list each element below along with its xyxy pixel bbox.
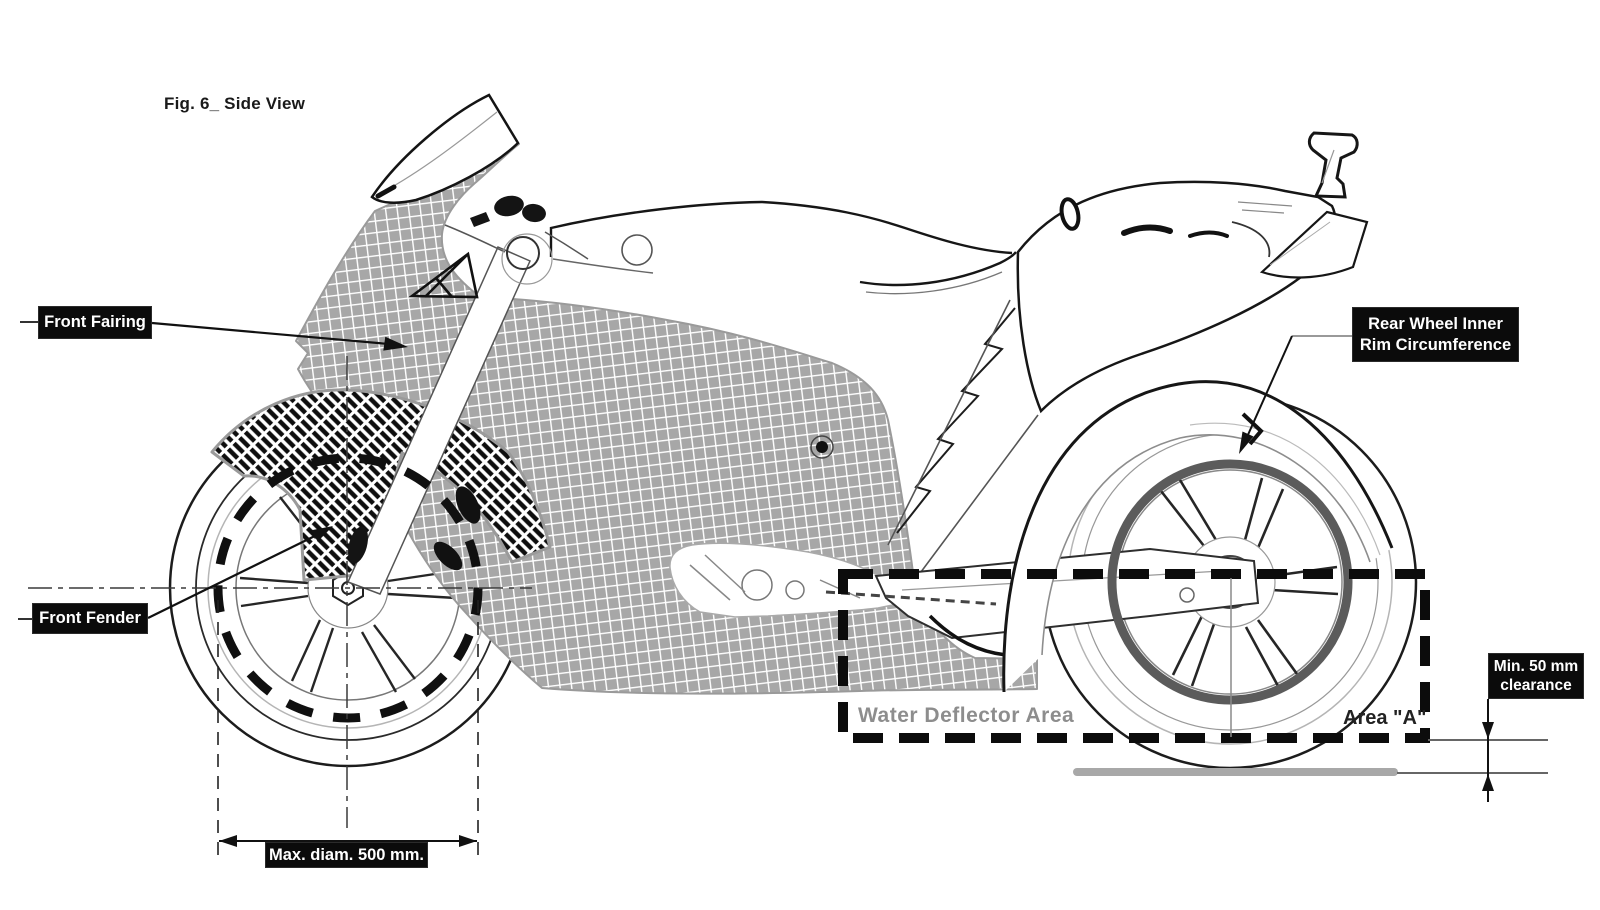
rear-rim-circumference-label: Rear Wheel Inner Rim Circumference bbox=[1352, 307, 1519, 362]
tail-end-piece bbox=[1259, 210, 1369, 279]
front-fairing-label-text: Front Fairing bbox=[44, 313, 146, 332]
front-fender-hatched-area bbox=[210, 388, 552, 582]
rear-hugger bbox=[1002, 380, 1394, 693]
arrowhead-icon bbox=[1239, 431, 1254, 454]
front-fender-label-text: Front Fender bbox=[39, 609, 141, 628]
arrow-down-icon bbox=[1482, 722, 1494, 739]
triple-clamp-brace bbox=[408, 251, 479, 299]
fuel-cap bbox=[621, 234, 653, 266]
area-a-text: Area "A" bbox=[1343, 707, 1427, 729]
bodywork-outline bbox=[408, 195, 1017, 299]
front-fender-leader bbox=[147, 529, 328, 619]
tail-fin bbox=[1307, 131, 1359, 199]
max-diameter-label: Max. diam. 500 mm. bbox=[265, 842, 428, 868]
ground-and-clearance bbox=[1073, 699, 1548, 802]
arrow-up-icon bbox=[1482, 774, 1494, 791]
handlebar-detail bbox=[494, 195, 524, 217]
leader-lines bbox=[18, 321, 1352, 620]
windscreen bbox=[370, 93, 520, 204]
seat-pad bbox=[859, 251, 1017, 287]
arrow-left-icon bbox=[219, 835, 237, 847]
min-clearance-label-line1: Min. 50 mm bbox=[1493, 657, 1579, 675]
front-disc-max-diameter-circle bbox=[213, 453, 483, 723]
front-fender-label: Front Fender bbox=[32, 603, 148, 634]
rear-rim-leader bbox=[1242, 335, 1293, 447]
chain-guard bbox=[928, 614, 1007, 657]
figure-caption: Fig. 6_ Side View bbox=[164, 94, 306, 113]
rear-rim-label-line1: Rear Wheel Inner bbox=[1368, 314, 1503, 333]
subframe-trellis bbox=[887, 299, 1039, 585]
water-deflector-area-outline bbox=[838, 569, 1430, 743]
front-fairing-label: Front Fairing bbox=[38, 306, 152, 339]
arrowhead-icon bbox=[383, 336, 408, 351]
chain bbox=[825, 590, 997, 606]
max-diameter-label-text: Max. diam. 500 mm. bbox=[269, 845, 424, 864]
arrowhead-icon bbox=[311, 526, 333, 542]
tail-unit bbox=[1016, 131, 1369, 446]
front-fairing-leader bbox=[151, 321, 401, 347]
water-deflector-area-text: Water Deflector Area bbox=[858, 704, 1075, 727]
arrow-right-icon bbox=[459, 835, 477, 847]
rear-rim-circumference-highlight bbox=[1107, 459, 1353, 705]
brake-caliper bbox=[455, 486, 481, 524]
min-clearance-label-line2: clearance bbox=[1500, 677, 1572, 694]
steering-head bbox=[506, 236, 540, 270]
front-wheel-dimensions bbox=[28, 356, 532, 856]
tail-vent bbox=[1059, 197, 1081, 231]
rear-rim-label-line2: Rim Circumference bbox=[1359, 335, 1512, 354]
front-fork bbox=[346, 246, 531, 595]
min-clearance-label: Min. 50 mm clearance bbox=[1488, 653, 1584, 699]
